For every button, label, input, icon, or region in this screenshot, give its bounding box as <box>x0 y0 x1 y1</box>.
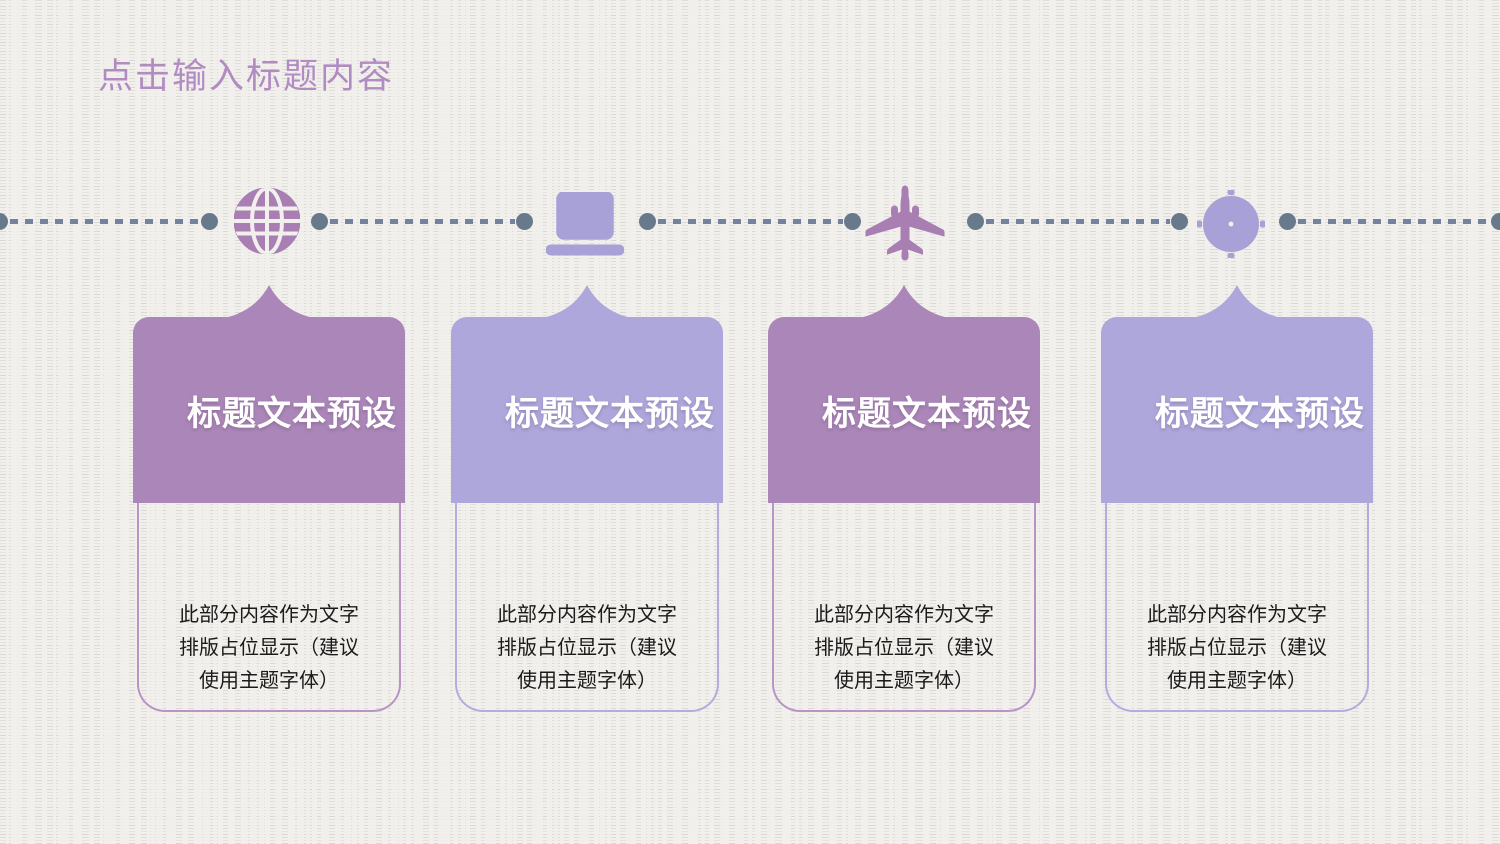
timeline-dot <box>201 213 218 230</box>
airplane-icon <box>865 185 945 261</box>
timeline-dot <box>0 213 8 230</box>
card-body: 此部分内容作为文字 排版占位显示（建议 使用主题字体） <box>1105 503 1369 712</box>
card-title[interactable]: 标题文本预设 <box>1155 394 1365 433</box>
card-body-text[interactable]: 此部分内容作为文字 排版占位显示（建议 使用主题字体） <box>814 604 994 692</box>
card: 标题文本预设 此部分内容作为文字 排版占位显示（建议 使用主题字体） <box>768 285 1040 712</box>
card-body-text[interactable]: 此部分内容作为文字 排版占位显示（建议 使用主题字体） <box>179 604 359 692</box>
card-header: 标题文本预设 <box>451 317 723 503</box>
card-header: 标题文本预设 <box>133 317 405 503</box>
laptop-star-icon <box>546 192 624 256</box>
card: 标题文本预设 此部分内容作为文字 排版占位显示（建议 使用主题字体） <box>451 285 723 712</box>
timeline-dash <box>986 219 1170 224</box>
timeline-dash <box>658 219 843 224</box>
card-body-text[interactable]: 此部分内容作为文字 排版占位显示（建议 使用主题字体） <box>497 604 677 692</box>
timeline-dot <box>516 213 533 230</box>
timeline-dot <box>1279 213 1296 230</box>
timeline-dot <box>1491 213 1500 230</box>
card-title[interactable]: 标题文本预设 <box>505 394 715 433</box>
card-body: 此部分内容作为文字 排版占位显示（建议 使用主题字体） <box>137 503 401 712</box>
clock-icon <box>1197 190 1265 258</box>
timeline-dot <box>311 213 328 230</box>
timeline-dot <box>1171 213 1188 230</box>
timeline-dash <box>10 219 200 224</box>
timeline-dot <box>639 213 656 230</box>
page-title[interactable]: 点击输入标题内容 <box>98 57 395 96</box>
card-body: 此部分内容作为文字 排版占位显示（建议 使用主题字体） <box>772 503 1036 712</box>
timeline-dash <box>1298 219 1490 224</box>
globe-icon <box>234 188 300 254</box>
card: 标题文本预设 此部分内容作为文字 排版占位显示（建议 使用主题字体） <box>133 285 405 712</box>
card-peak <box>1187 285 1287 319</box>
card-title[interactable]: 标题文本预设 <box>822 394 1032 433</box>
card-peak <box>537 285 637 319</box>
timeline-dot <box>967 213 984 230</box>
card-peak <box>854 285 954 319</box>
card-body: 此部分内容作为文字 排版占位显示（建议 使用主题字体） <box>455 503 719 712</box>
card-header: 标题文本预设 <box>1101 317 1373 503</box>
card-title[interactable]: 标题文本预设 <box>187 394 397 433</box>
timeline-dot <box>844 213 861 230</box>
card-body-text[interactable]: 此部分内容作为文字 排版占位显示（建议 使用主题字体） <box>1147 604 1327 692</box>
card: 标题文本预设 此部分内容作为文字 排版占位显示（建议 使用主题字体） <box>1101 285 1373 712</box>
card-peak <box>219 285 319 319</box>
timeline-dash <box>330 219 515 224</box>
card-header: 标题文本预设 <box>768 317 1040 503</box>
